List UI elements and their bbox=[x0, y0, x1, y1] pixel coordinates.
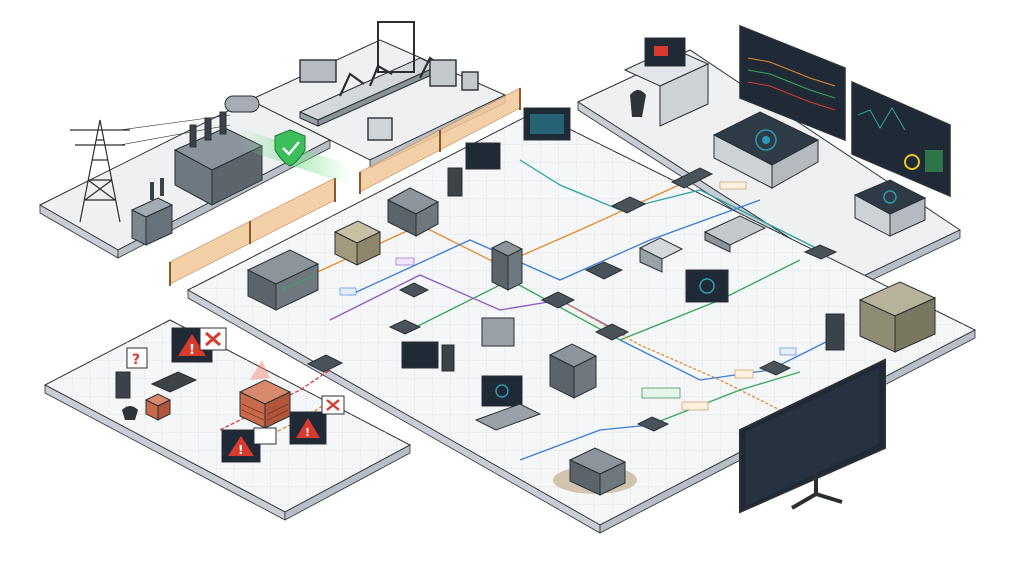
server-rack-3-icon bbox=[548, 343, 598, 399]
control-desk-icon bbox=[623, 37, 710, 127]
breaker-box-icon bbox=[130, 178, 174, 246]
server-rack-2-icon bbox=[386, 187, 440, 237]
error-x-icon bbox=[199, 327, 345, 415]
industrial-robot-arm-icon bbox=[299, 21, 479, 141]
desktop-monitor-icon bbox=[401, 107, 845, 372]
side-terminal-icon bbox=[853, 179, 927, 237]
cable-tags bbox=[339, 181, 797, 411]
fence-manufacturing bbox=[359, 87, 521, 194]
svg-text:!: ! bbox=[305, 426, 310, 439]
svg-text:?: ? bbox=[132, 352, 140, 368]
rugged-field-unit-2-icon bbox=[858, 281, 937, 353]
damaged-server-rack-icon bbox=[553, 447, 637, 496]
security-shield-check-icon bbox=[240, 128, 350, 185]
firewall-brick-2-icon bbox=[144, 393, 172, 421]
server-rack-icon bbox=[246, 249, 320, 311]
core-server-tower-icon bbox=[490, 240, 524, 291]
svg-text:!: ! bbox=[238, 443, 243, 457]
central-console-icon bbox=[712, 111, 820, 189]
rugged-field-unit-icon bbox=[333, 220, 382, 266]
question-mark-icon: ? bbox=[126, 347, 148, 369]
large-display-icon bbox=[739, 358, 886, 514]
monitoring-dashboard-icon bbox=[739, 24, 951, 198]
laptop-icon bbox=[474, 375, 542, 431]
firewall-brick-icon bbox=[238, 360, 292, 429]
fence-substation bbox=[169, 177, 336, 286]
svg-text:!: ! bbox=[189, 343, 195, 358]
network-switch-icon bbox=[306, 167, 838, 432]
compromised-workstation-icon bbox=[115, 371, 277, 445]
router-icon bbox=[638, 215, 767, 273]
power-transmission-tower-icon bbox=[70, 114, 231, 223]
